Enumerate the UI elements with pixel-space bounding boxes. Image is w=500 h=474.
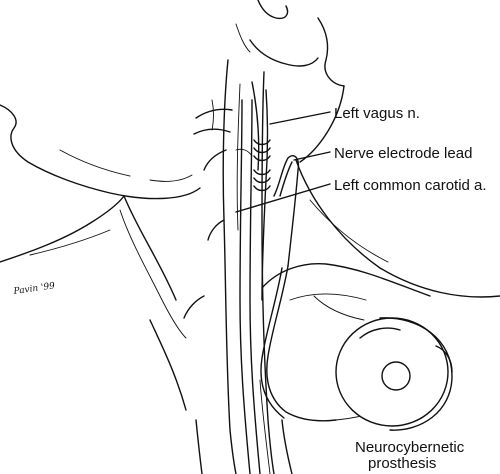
artist-signature: Pavin '99 xyxy=(12,281,56,297)
left-shoulder-outline xyxy=(0,195,187,339)
prosthesis-connector xyxy=(381,361,411,391)
lead-leader xyxy=(293,151,331,161)
label-electrode-lead: Nerve electrode lead xyxy=(334,145,472,162)
carotid-artery xyxy=(239,99,261,474)
label-prosthesis-line1: Neurocybernetic xyxy=(355,439,465,456)
lower-vessels xyxy=(149,319,293,474)
jaw-outline xyxy=(0,104,201,200)
label-vagus: Left vagus n. xyxy=(334,105,420,122)
vagus-nerve xyxy=(253,89,271,301)
chin-outline xyxy=(235,0,345,87)
vagus-leader xyxy=(269,111,331,125)
vessel-bundle xyxy=(183,59,275,474)
prosthesis-device xyxy=(335,317,453,431)
leader-lines xyxy=(235,111,331,213)
label-carotid: Left common carotid a. xyxy=(334,177,487,194)
carotid-leader xyxy=(235,183,331,213)
label-prosthesis-line2: prosthesis xyxy=(368,455,436,472)
